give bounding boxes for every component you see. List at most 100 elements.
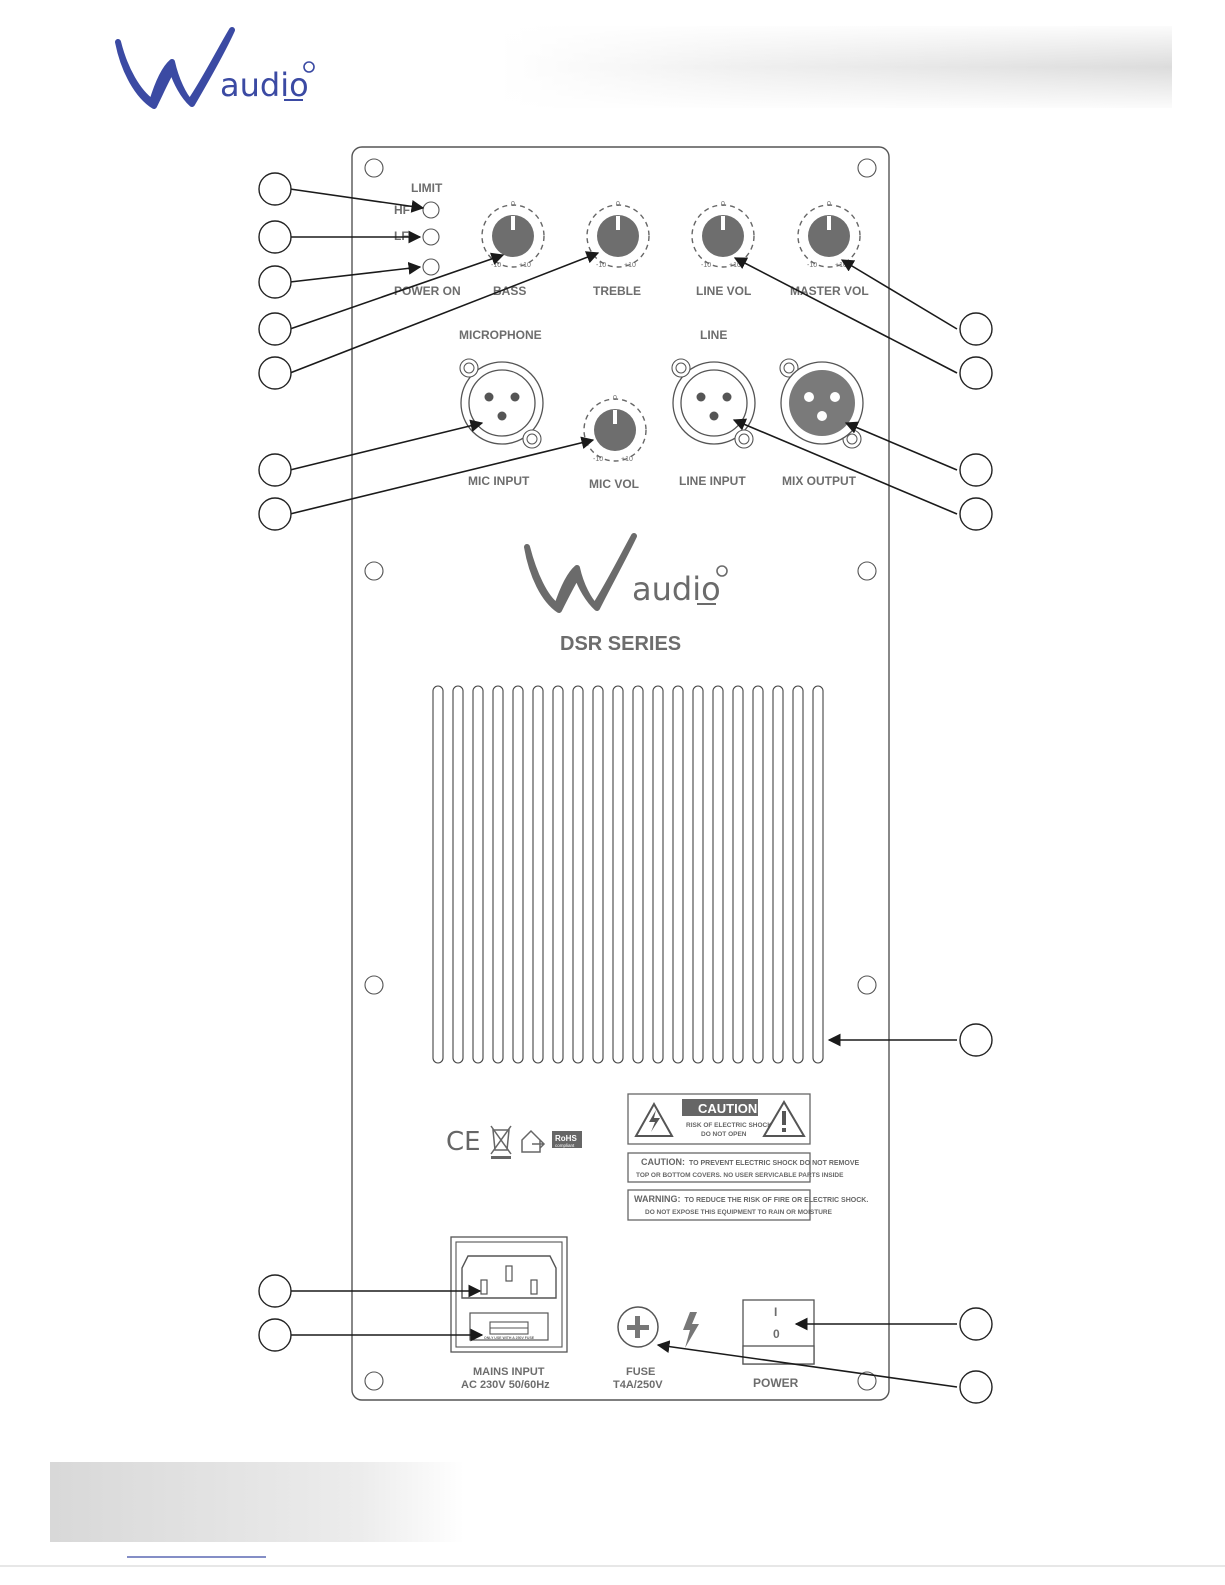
knob-master-vol-min: -10 <box>807 262 817 269</box>
limit-label: LIMIT <box>411 181 443 195</box>
heat-sink-slot <box>492 685 504 1064</box>
svg-text:CAUTION: TO PREVENT ELEC: CAUTION: TO PREVENT ELECTRIC SHOCK DO NO… <box>641 1157 860 1167</box>
power-on-label: POWER ON <box>394 284 461 298</box>
line-header: LINE <box>700 328 727 342</box>
heat-sink-slot <box>592 685 604 1064</box>
heat-sink-slot <box>532 685 544 1064</box>
knob-line-vol-min: -10 <box>701 262 711 269</box>
heat-sink-slot <box>672 685 684 1064</box>
knob-mic-vol-label: MIC VOL <box>589 477 639 491</box>
caution-label: CAUTION RISK OF ELECTRIC SHOCK DO NOT OP… <box>627 1093 811 1145</box>
callout-leaders <box>289 188 958 1388</box>
knob-master-vol-max: +10 <box>835 262 847 269</box>
weee-icon <box>490 1125 512 1159</box>
knob-bass-min: -10 <box>491 262 501 269</box>
heat-sink <box>432 685 824 1064</box>
knob-mic-vol-top: 0 <box>613 395 617 402</box>
mains-input-label: MAINS INPUT <box>473 1366 545 1378</box>
callout-markers <box>258 172 993 1404</box>
mix-output-connector[interactable]: MIX OUTPUT <box>779 358 864 488</box>
series-name: DSR SERIES <box>560 633 681 655</box>
knob-mic-vol-min: -10 <box>593 456 603 463</box>
knob-master-vol[interactable]: 0 -10 +10 MASTER VOL <box>790 201 869 298</box>
panel-wordmark: audio <box>632 570 721 608</box>
brand-wordmark: audio <box>220 66 309 104</box>
box3-text1: TO REDUCE THE RISK OF FIRE OR ELECTRIC S… <box>684 1197 868 1204</box>
knob-line-vol-max: +10 <box>729 262 741 269</box>
power-label: POWER <box>753 1376 799 1390</box>
fuse-holder-note: ONLY USE WITH A 250V FUSE <box>484 1336 535 1340</box>
caution-line2: DO NOT OPEN <box>701 1131 747 1138</box>
warning-moisture-label: WARNING: TO REDUCE THE RISK OF FIRE OR E… <box>627 1189 868 1221</box>
caution-cover-label: CAUTION: TO PREVENT ELECTRIC SHOCK DO NO… <box>627 1152 860 1183</box>
knob-treble[interactable]: 0 -10 +10 TREBLE <box>586 201 650 298</box>
heat-sink-slot <box>652 685 664 1064</box>
knob-line-vol-top: 0 <box>721 201 725 208</box>
switch-off-mark: 0 <box>773 1327 780 1341</box>
switch-on-mark: I <box>774 1305 777 1319</box>
panel-logo: audio <box>524 533 728 613</box>
knob-bass-label: BASS <box>493 284 526 298</box>
fuse-label: FUSE <box>626 1366 655 1378</box>
box2-text1: TO PREVENT ELECTRIC SHOCK DO NOT REMOVE <box>689 1160 860 1167</box>
heat-sink-slot <box>752 685 764 1064</box>
caution-title: CAUTION <box>698 1101 757 1116</box>
lf-label: LF <box>394 229 409 243</box>
knob-bass[interactable]: 0 -10 +10 BASS <box>481 201 545 298</box>
microphone-header: MICROPHONE <box>459 328 542 342</box>
box2-text2: TOP OR BOTTOM COVERS. NO USER SERVICABLE… <box>636 1172 844 1179</box>
heat-sink-slot <box>772 685 784 1064</box>
svg-text:WARNING: TO REDUCE THE R: WARNING: TO REDUCE THE RISK OF FIRE OR E… <box>634 1194 868 1204</box>
heat-sink-slot <box>792 685 804 1064</box>
knob-master-vol-top: 0 <box>827 201 831 208</box>
power-on-led <box>422 258 440 276</box>
hf-label: HF <box>394 203 410 217</box>
power-switch[interactable]: I 0 <box>742 1299 815 1365</box>
knob-line-vol-label: LINE VOL <box>696 284 751 298</box>
heat-sink-slot <box>432 685 444 1064</box>
heat-sink-slot <box>512 685 524 1064</box>
heat-sink-slot <box>572 685 584 1064</box>
heat-sink-slot <box>552 685 564 1064</box>
lf-limit-led <box>422 228 440 246</box>
heat-sink-slot <box>472 685 484 1064</box>
fuse-holder[interactable]: ONLY USE WITH A 250V FUSE <box>469 1312 549 1341</box>
mounting-holes <box>364 158 877 1391</box>
heat-sink-slot <box>632 685 644 1064</box>
knob-master-vol-label: MASTER VOL <box>790 284 869 298</box>
fuse-spec-label: T4A/250V <box>613 1379 663 1391</box>
knob-treble-max: +10 <box>624 262 636 269</box>
heat-sink-slot <box>812 685 824 1064</box>
knob-mic-vol[interactable]: 0 -10 +10 MIC VOL <box>583 395 647 491</box>
rohs-title: RoHS <box>555 1134 577 1143</box>
hf-limit-led <box>422 201 440 219</box>
rohs-subtitle: compliant <box>555 1143 575 1148</box>
knob-bass-top: 0 <box>511 201 515 208</box>
footer-band <box>50 1462 740 1542</box>
fuse-cap[interactable] <box>617 1306 659 1348</box>
ce-mark: CE <box>446 1127 481 1157</box>
knob-treble-label: TREBLE <box>593 284 641 298</box>
mix-output-label: MIX OUTPUT <box>782 474 857 488</box>
knob-line-vol[interactable]: 0 -10 +10 LINE VOL <box>691 201 755 298</box>
caution-line1: RISK OF ELECTRIC SHOCK <box>686 1122 772 1129</box>
knob-bass-max: +10 <box>519 262 531 269</box>
heat-sink-slot <box>692 685 704 1064</box>
heat-sink-slot <box>712 685 724 1064</box>
recycle-house-icon <box>521 1129 546 1153</box>
compliance-marks: CE RoHS compliant <box>446 1125 582 1159</box>
mic-input-label: MIC INPUT <box>468 474 530 488</box>
brand-logo: audio <box>115 27 315 109</box>
lightning-icon <box>683 1312 699 1348</box>
line-input-label: LINE INPUT <box>679 474 746 488</box>
box2-lead: CAUTION: <box>641 1157 685 1167</box>
heat-sink-slot <box>612 685 624 1064</box>
mains-spec-label: AC 230V 50/60Hz <box>461 1379 550 1391</box>
knob-treble-top: 0 <box>616 201 620 208</box>
heat-sink-slot <box>452 685 464 1064</box>
rohs-badge: RoHS compliant <box>552 1131 582 1148</box>
knob-mic-vol-max: +10 <box>621 456 633 463</box>
knob-treble-min: -10 <box>596 262 606 269</box>
box3-text2: DO NOT EXPOSE THIS EQUIPMENT TO RAIN OR … <box>645 1209 833 1216</box>
